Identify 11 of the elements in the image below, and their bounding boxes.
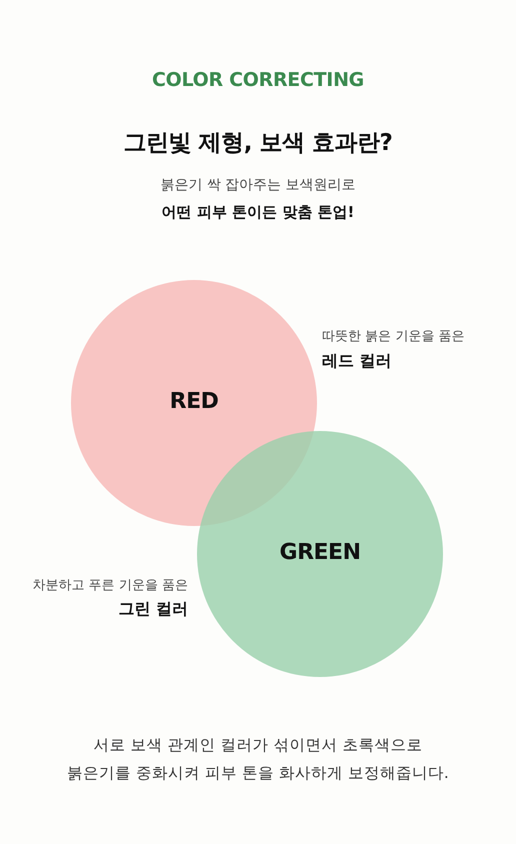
- color-name-text: 레드 컬러: [322, 351, 392, 371]
- circle-label: RED: [170, 388, 218, 416]
- color-name-text: 그린 컬러: [118, 599, 188, 619]
- heading: 그린빛 제형, 보색 효과란?: [124, 129, 392, 158]
- tagline-text: 어떤 피부 톤이든 맞춤 톤업!: [162, 202, 354, 222]
- kicker-text: COLOR CORRECTING: [152, 68, 364, 93]
- description-text: 서로 보색 관계인 컬러가 섞이면서 초록색으로 붉은기를 중화시켜 피부 톤을 화사하게 보정해줍니다.: [66, 735, 450, 784]
- subheading-text: 붉은기 싹 잡아주는 보색원리로: [160, 176, 356, 194]
- caption-text: 차분하고 푸른 기운을 품은: [32, 577, 188, 595]
- caption-text: 따뜻한 붉은 기운을 품은: [322, 328, 464, 346]
- circle-label: GREEN: [280, 539, 360, 567]
